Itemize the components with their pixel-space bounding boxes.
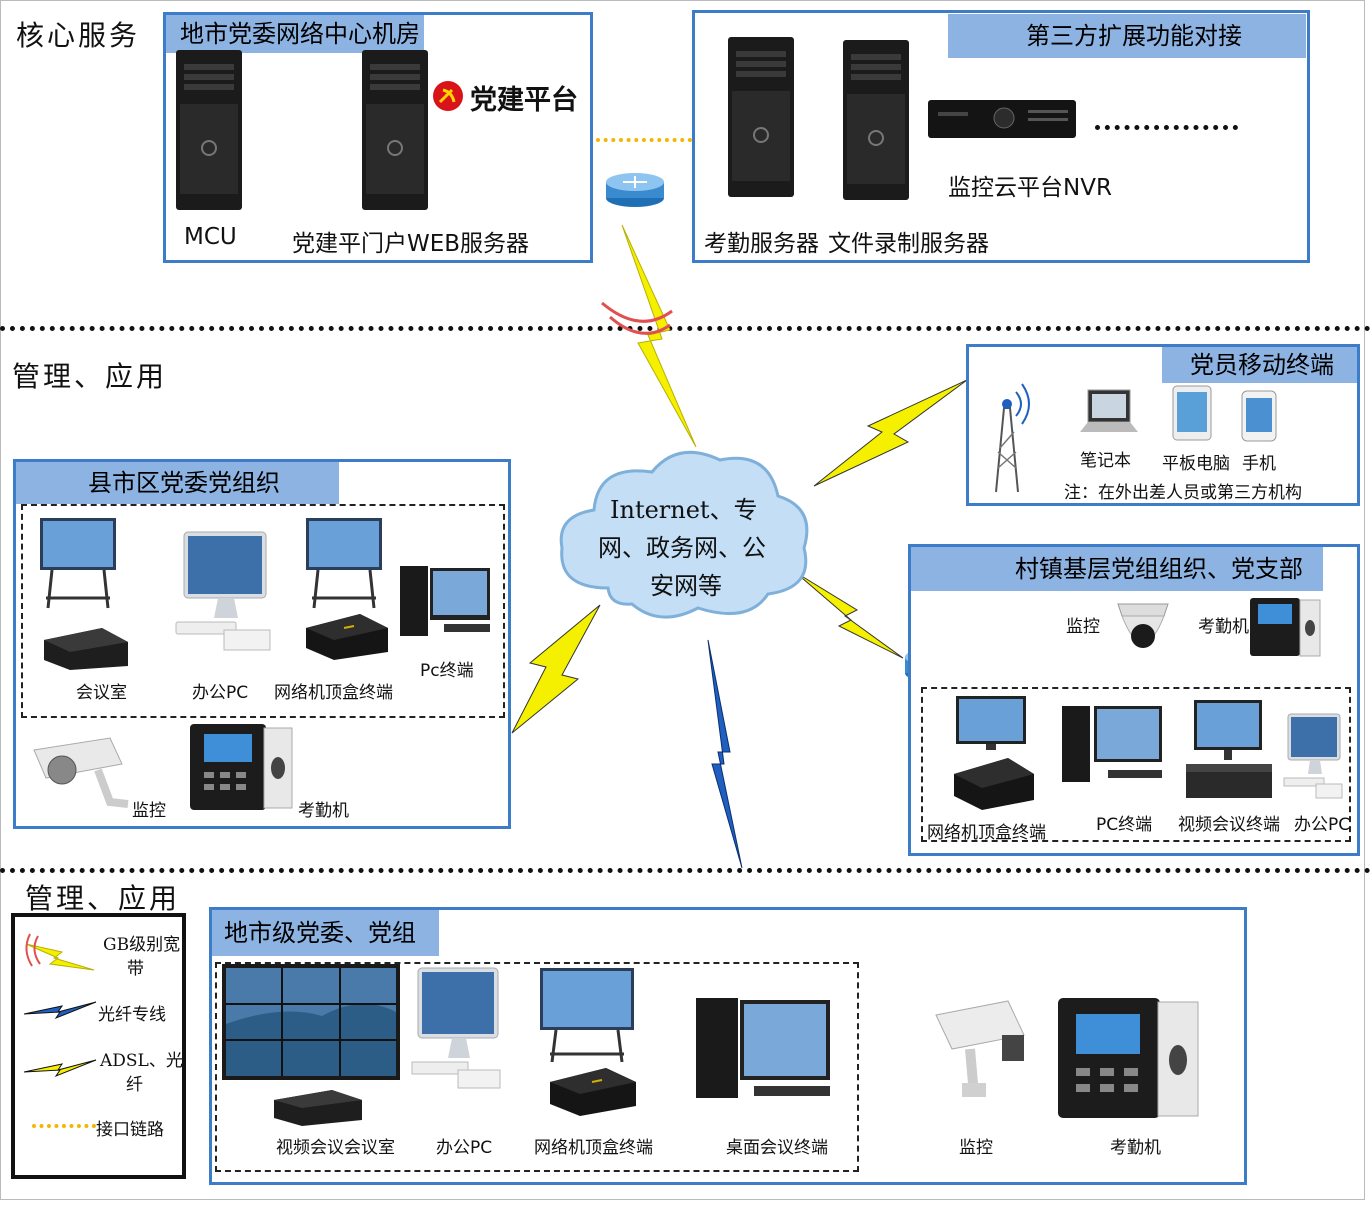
adsl-link-county	[511, 604, 601, 734]
gb-bandwidth-link-core	[601, 224, 697, 448]
separator-bottom	[0, 868, 1371, 873]
meeting-room-label: 会议室	[76, 683, 127, 703]
nvr-label: 监控云平台NVR	[948, 175, 1112, 201]
section-core-label: 核心服务	[16, 19, 141, 52]
recording-server-icon	[843, 40, 909, 200]
party-emblem-icon	[433, 81, 463, 111]
fiber-legend-label: 光纤专线	[98, 1005, 166, 1025]
attendance-server-label: 考勤服务器	[704, 231, 819, 257]
monitor-label-county: 监控	[132, 801, 166, 821]
village-terminal-group	[921, 687, 1351, 842]
web-server-label: 党建平门户WEB服务器	[292, 231, 530, 257]
video-room-terminal-icon	[274, 1090, 362, 1126]
signal-tower-icon	[995, 383, 1030, 493]
mcu-server-icon	[176, 50, 242, 210]
section-mgmt-label-1: 管理、应用	[12, 360, 168, 393]
phone-label: 手机	[1242, 454, 1276, 474]
pc-terminal-label-county: Pc终端	[420, 661, 474, 681]
mcu-label: MCU	[184, 224, 237, 250]
stb-box-icon-city	[550, 1068, 636, 1116]
tablet-label: 平板电脑	[1162, 454, 1230, 474]
city-title: 地市级党委、党组织	[212, 910, 439, 993]
office-pc-label-village: 办公PC	[1294, 815, 1351, 835]
third-party-title: 第三方扩展功能对接	[948, 14, 1306, 58]
stb-label-city: 网络机顶盒终端	[534, 1138, 653, 1158]
legend-box	[11, 913, 186, 1179]
stb-box-icon-village	[954, 758, 1034, 810]
fiber-legend-icon	[23, 1001, 97, 1020]
county-title: 县市区党委党组织	[16, 462, 339, 504]
stb-label-county: 网络机顶盒终端	[274, 683, 393, 703]
adsl-legend-label-2: 纤	[126, 1075, 143, 1095]
cloud-text-line1: Internet、专	[610, 496, 758, 524]
meeting-terminal-box-icon	[44, 628, 128, 670]
gb-bandwidth-legend-icon	[25, 933, 95, 971]
adsl-legend-label-1: ADSL、光	[100, 1051, 183, 1071]
cloud-text-line3: 安网等	[650, 572, 722, 600]
camera-icon-city	[935, 1000, 1025, 1097]
attendance-label-city: 考勤机	[1110, 1138, 1161, 1158]
stb-display-icon-village	[956, 696, 1026, 750]
office-pc-label-county: 办公PC	[192, 683, 249, 703]
office-pc-label-city: 办公PC	[436, 1138, 493, 1158]
section-mgmt-label-2: 管理、应用	[25, 882, 181, 915]
tablet-icon	[1172, 385, 1212, 441]
core-room-title: 地市党委网络中心机房	[166, 15, 424, 53]
camera-icon-county	[33, 737, 129, 808]
interface-link-line	[596, 138, 692, 142]
stb-display-icon-county	[306, 518, 382, 609]
pc-terminal-icon-county	[400, 566, 490, 636]
phone-icon	[1241, 390, 1277, 442]
more-devices-dots	[1095, 125, 1238, 130]
adsl-link-mobile	[813, 379, 968, 487]
village-title: 村镇基层党组组织、党支部	[911, 547, 1323, 591]
office-pc-icon-village	[1283, 713, 1343, 799]
router-icon-core	[606, 173, 664, 207]
monitor-label-city: 监控	[959, 1138, 993, 1158]
meeting-display-icon	[40, 518, 116, 609]
separator-top	[0, 326, 1371, 331]
mobile-note: 注：在外出差人员或第三方机构	[1064, 483, 1302, 503]
desktop-conf-label-city: 桌面会议终端	[726, 1138, 828, 1158]
link-legend-icon	[32, 1124, 96, 1128]
web-server-icon	[362, 50, 428, 210]
office-pc-icon-city	[411, 967, 501, 1089]
nvr-device-icon	[928, 100, 1076, 138]
video-wall-icon	[222, 964, 400, 1080]
monitor-label-village: 监控	[1066, 617, 1100, 637]
stb-display-icon-city	[540, 968, 634, 1063]
pc-terminal-icon-village	[1062, 706, 1162, 782]
county-terminal-group	[21, 504, 505, 718]
attendance-server-icon	[728, 37, 794, 197]
adsl-legend-icon	[23, 1059, 97, 1078]
laptop-icon	[1080, 389, 1138, 432]
gb-bandwidth-legend-label-1: GB级别宽	[103, 935, 181, 955]
link-legend-label: 接口链路	[96, 1120, 164, 1140]
attendance-label-county: 考勤机	[298, 801, 349, 821]
party-platform-logo-text: 党建平台	[470, 85, 578, 116]
attendance-machine-icon-county	[190, 724, 293, 810]
city-terminal-group	[215, 962, 859, 1172]
stb-box-icon-county	[306, 614, 388, 660]
laptop-label: 笔记本	[1080, 451, 1131, 471]
attendance-machine-icon-city	[1058, 998, 1199, 1118]
attendance-label-village: 考勤机	[1198, 617, 1249, 637]
pc-terminal-label-village: PC终端	[1096, 815, 1153, 835]
attendance-machine-icon-village	[1250, 598, 1321, 657]
video-conf-label-village: 视频会议终端	[1178, 815, 1280, 835]
cloud-text-line2: 网、政务网、公	[598, 534, 766, 562]
desktop-conf-terminal-icon	[696, 998, 830, 1098]
video-conf-terminal-icon-village	[1186, 700, 1272, 798]
stb-label-village: 网络机顶盒终端	[927, 823, 1046, 843]
gb-bandwidth-legend-label-2: 带	[127, 959, 144, 979]
adsl-link-village	[794, 571, 904, 659]
office-pc-icon-county	[175, 531, 271, 651]
video-room-label-city: 视频会议会议室	[276, 1138, 395, 1158]
recording-server-label: 文件录制服务器	[828, 231, 989, 257]
mobile-terminal-title: 党员移动终端	[1162, 347, 1357, 383]
dome-camera-icon-village	[1117, 603, 1169, 648]
network-cloud-icon	[559, 450, 809, 619]
fiber-link-city	[707, 639, 743, 869]
